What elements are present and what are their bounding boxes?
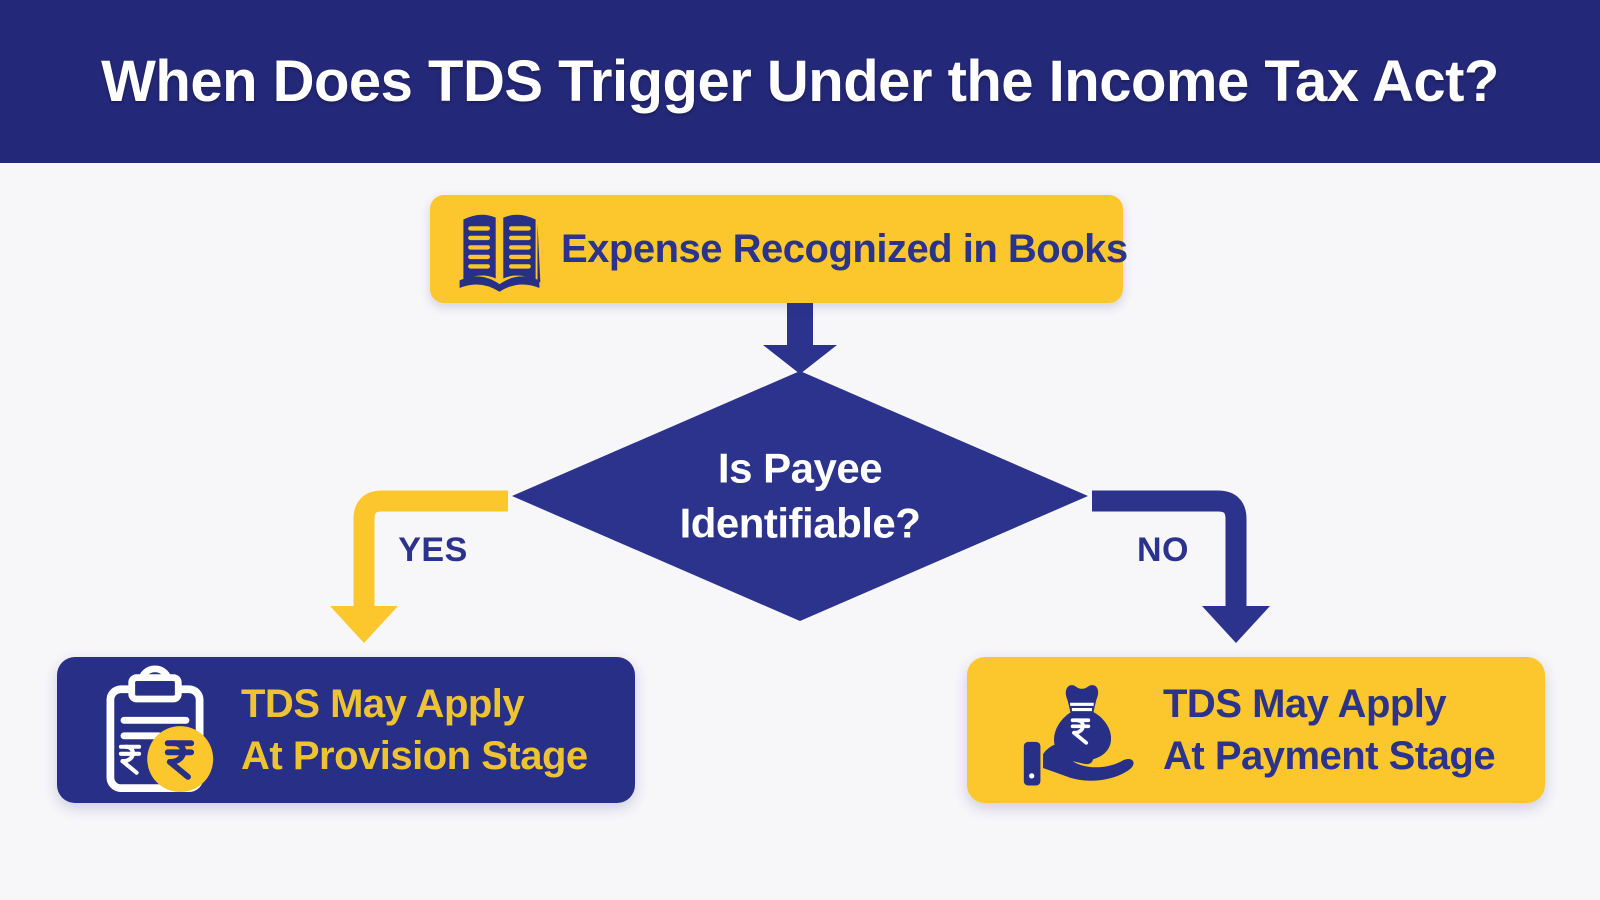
provision-line2: At Provision Stage — [241, 734, 588, 778]
open-book-icon — [459, 214, 541, 292]
no-arrow — [1092, 490, 1270, 643]
flowchart-connectors — [330, 299, 1270, 643]
clipboard-rupee-icon — [106, 665, 214, 793]
start-node: Expense Recognized in Books — [430, 195, 1128, 303]
yes-arrow — [330, 490, 508, 643]
flowchart-canvas: Expense Recognized in Books Is Payee Ide… — [0, 163, 1600, 900]
payment-outcome-node: TDS May Apply At Payment Stage — [967, 657, 1545, 803]
payment-outcome-text: TDS May Apply At Payment Stage — [1163, 678, 1496, 782]
provision-outcome-text: TDS May Apply At Provision Stage — [241, 678, 588, 782]
payment-line1: TDS May Apply — [1163, 682, 1447, 726]
page-title: When Does TDS Trigger Under the Income T… — [101, 49, 1499, 114]
yes-branch-label: YES — [398, 531, 468, 569]
header-banner: When Does TDS Trigger Under the Income T… — [0, 0, 1600, 163]
decision-line1: Is Payee — [717, 444, 883, 492]
rupee-coin — [147, 726, 214, 793]
provision-outcome-node: TDS May Apply At Provision Stage — [57, 657, 635, 803]
decision-line2: Identifiable? — [679, 499, 921, 546]
provision-line1: TDS May Apply — [241, 682, 525, 726]
payment-line2: At Payment Stage — [1163, 734, 1496, 778]
decision-node-label: Is Payee Identifiable? — [580, 441, 1020, 550]
start-node-label: Expense Recognized in Books — [561, 226, 1128, 271]
no-branch-label: NO — [1137, 531, 1189, 569]
down-arrow — [763, 299, 837, 374]
decision-diamond — [512, 371, 1088, 621]
moneybag-hand-icon — [1023, 684, 1134, 786]
